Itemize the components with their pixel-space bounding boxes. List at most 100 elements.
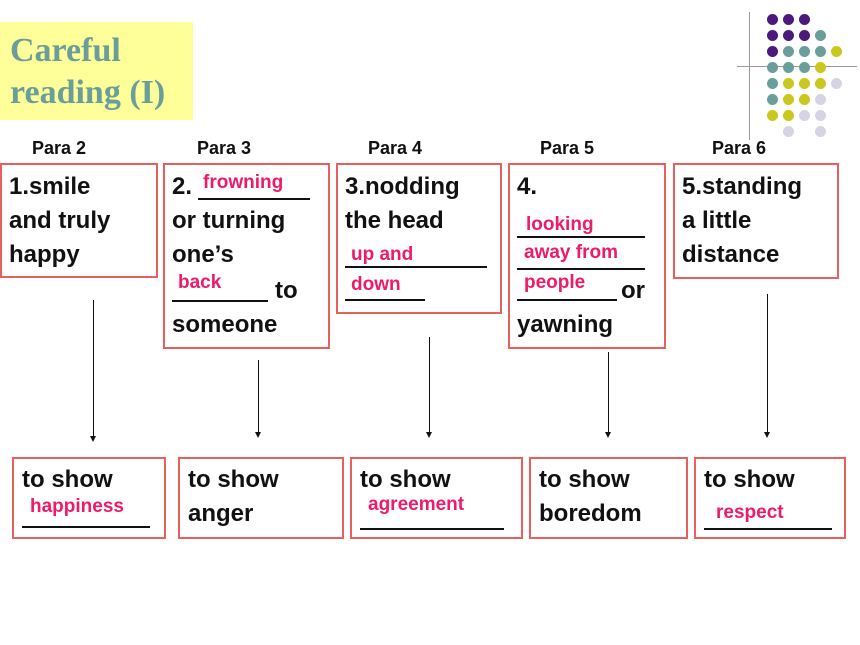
- decor-dot: [767, 110, 778, 121]
- behavior-box-3: [336, 163, 502, 314]
- answer-blank: [198, 198, 310, 200]
- decor-dot: [799, 14, 810, 25]
- answer-respect: respect: [716, 502, 784, 523]
- behavior-box-1: [0, 163, 158, 278]
- para-label-4: Para 4: [368, 138, 423, 158]
- decor-dot: [799, 46, 810, 57]
- meaning-2-text2: anger: [188, 500, 254, 527]
- meaning-1-text: to show: [22, 466, 113, 493]
- para-label-3: Para 3: [197, 138, 252, 158]
- answer-agreement: agreement: [368, 494, 465, 515]
- answer-blank: [360, 528, 504, 530]
- arrow-5: [767, 294, 768, 432]
- behavior-5-line2: a little: [682, 207, 752, 234]
- decor-dot: [815, 30, 826, 41]
- meaning-box-5: [694, 457, 846, 539]
- answer-away-from: away from: [524, 242, 618, 263]
- meaning-2-text: to show: [188, 466, 279, 493]
- meaning-box-4: [529, 457, 688, 539]
- answer-looking: looking: [526, 214, 594, 235]
- meaning-4-text2: boredom: [539, 500, 642, 527]
- answer-up-and: up and: [351, 244, 414, 265]
- decor-dot: [831, 78, 842, 89]
- behavior-1-line3: happy: [9, 241, 80, 268]
- behavior-1-line1: 1.smile: [9, 173, 91, 200]
- meaning-box-2: [178, 457, 344, 539]
- decor-dot: [799, 62, 810, 73]
- answer-blank: [345, 299, 425, 301]
- decor-dot: [767, 30, 778, 41]
- meaning-box-3: [350, 457, 523, 539]
- decor-dot: [815, 46, 826, 57]
- decor-dot: [799, 78, 810, 89]
- decor-dot: [783, 94, 794, 105]
- decor-dot: [815, 126, 826, 137]
- decor-dot: [783, 14, 794, 25]
- answer-happiness: happiness: [30, 496, 124, 517]
- arrow-2: [258, 360, 259, 432]
- decor-dot: [783, 110, 794, 121]
- decor-dot: [783, 126, 794, 137]
- answer-blank: [517, 299, 617, 301]
- meaning-5-text: to show: [704, 466, 795, 493]
- answer-blank: [22, 526, 150, 528]
- decor-dot: [767, 14, 778, 25]
- meaning-3-text: to show: [360, 466, 451, 493]
- decor-dot: [815, 62, 826, 73]
- behavior-2-line5: someone: [172, 311, 278, 338]
- decor-dot: [831, 46, 842, 57]
- behavior-box-2: [163, 163, 330, 349]
- behavior-2-line4: to: [275, 277, 298, 304]
- arrow-head-2: [255, 432, 261, 438]
- title-banner: [0, 22, 193, 120]
- decor-dot: [799, 30, 810, 41]
- arrow-1: [93, 300, 94, 436]
- answer-blank: [517, 236, 645, 238]
- behavior-4-line3: yawning: [517, 311, 614, 338]
- decor-dot: [783, 62, 794, 73]
- behavior-5-line1: 5.standing: [682, 173, 803, 200]
- decor-dot: [815, 110, 826, 121]
- para-label-5: Para 5: [540, 138, 595, 158]
- decor-dot: [799, 110, 810, 121]
- arrow-head-4: [605, 432, 611, 438]
- arrow-3: [429, 337, 430, 432]
- answer-blank: [704, 528, 832, 530]
- behavior-3-line1: 3.nodding: [345, 173, 460, 200]
- page-title: Careful reading (I): [10, 32, 166, 111]
- meaning-box-1: [12, 457, 166, 539]
- answer-down: down: [351, 274, 401, 295]
- decor-dot: [767, 78, 778, 89]
- behavior-1-line2: and truly: [9, 207, 111, 234]
- behavior-2-line3: one’s: [172, 241, 234, 268]
- behavior-2-line2: or turning: [172, 207, 286, 234]
- answer-blank: [172, 300, 268, 302]
- decor-dot: [783, 78, 794, 89]
- behavior-5-line3: distance: [682, 241, 780, 268]
- behavior-box-5: [673, 163, 839, 279]
- answer-back: back: [178, 272, 222, 293]
- decor-line-vertical: [749, 12, 750, 140]
- behavior-3-line2: the head: [345, 207, 444, 234]
- behavior-4-line2: or: [621, 277, 645, 304]
- arrow-head-5: [764, 432, 770, 438]
- para-label-6: Para 6: [712, 138, 767, 158]
- meaning-4-text: to show: [539, 466, 630, 493]
- decor-dot: [767, 94, 778, 105]
- decor-dot: [815, 94, 826, 105]
- behavior-box-4: [508, 163, 666, 349]
- answer-blank: [517, 268, 645, 270]
- decor-dot: [815, 78, 826, 89]
- behavior-2-line1: 2.: [172, 173, 193, 200]
- arrow-head-1: [90, 436, 96, 442]
- answer-people: people: [524, 272, 586, 293]
- decor-dot: [767, 62, 778, 73]
- decor-dot: [783, 30, 794, 41]
- arrow-head-3: [426, 432, 432, 438]
- answer-blank: [345, 266, 487, 268]
- answer-frowning: frowning: [203, 172, 284, 193]
- decor-line-horizontal: [737, 66, 857, 67]
- decor-dot: [783, 46, 794, 57]
- behavior-4-line1: 4.: [517, 173, 538, 200]
- arrow-4: [608, 352, 609, 432]
